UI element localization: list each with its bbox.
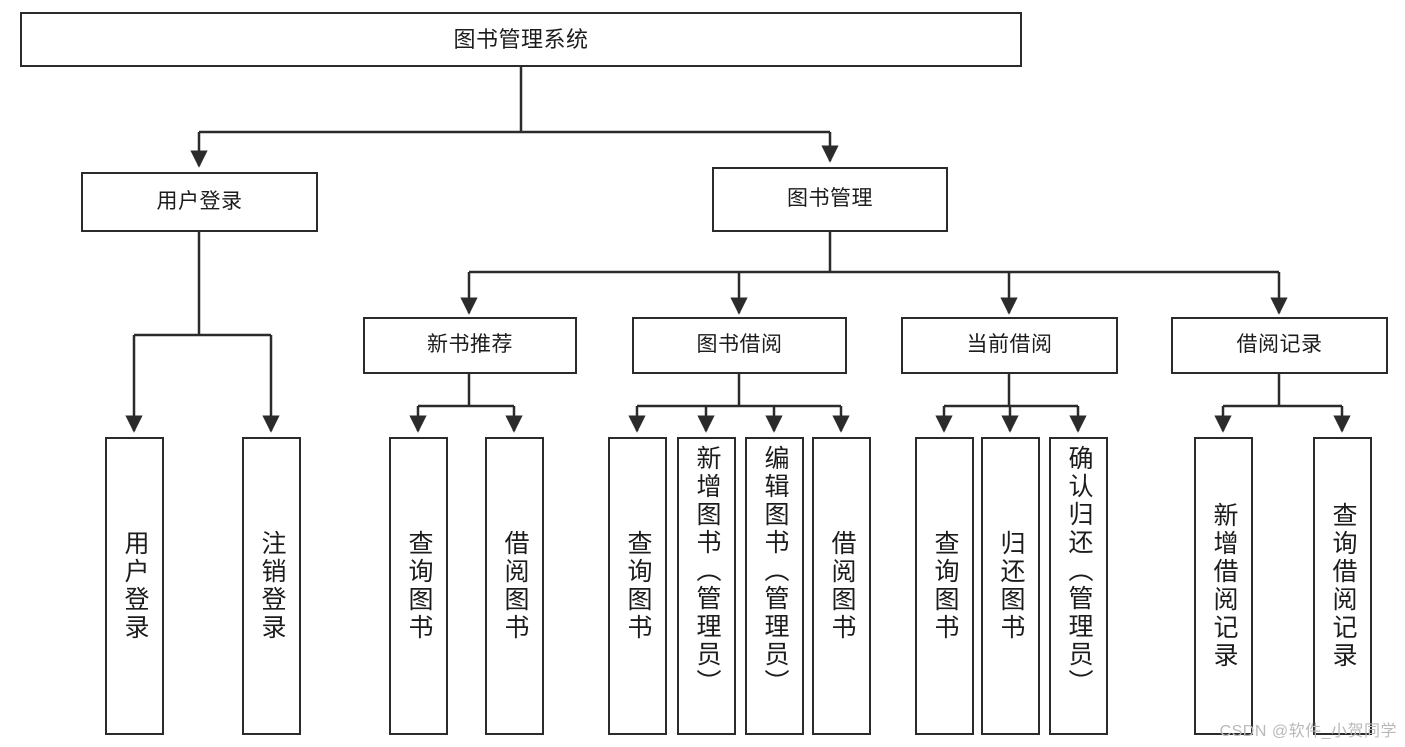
node-leaf-add-book-admin[interactable]: 新增图书（管理员） [677,437,736,735]
node-label: 注销登录 [258,530,286,642]
node-leaf-edit-book-admin[interactable]: 编辑图书（管理员） [745,437,804,735]
node-label: 确认归还（管理员） [1065,445,1093,697]
node-label: 新书推荐 [427,333,513,357]
node-label: 查询借阅记录 [1329,502,1357,670]
node-label: 图书管理 [787,187,873,211]
node-leaf-query-book-3[interactable]: 查询图书 [915,437,974,735]
node-label: 用户登录 [156,189,243,213]
node-root-book-management-system[interactable]: 图书管理系统 [20,12,1022,67]
node-user-login[interactable]: 用户登录 [81,172,318,232]
node-label: 图书借阅 [696,333,783,357]
node-label: 查询图书 [931,530,959,642]
node-label: 用户登录 [121,530,149,642]
node-leaf-confirm-return-admin[interactable]: 确认归还（管理员） [1049,437,1108,735]
node-label: 查询图书 [624,530,652,642]
node-leaf-borrow-book-2[interactable]: 借阅图书 [812,437,871,735]
node-leaf-query-book-2[interactable]: 查询图书 [608,437,667,735]
node-label: 归还图书 [997,530,1025,642]
node-label: 编辑图书（管理员） [761,445,789,697]
node-label: 查询图书 [405,530,433,642]
node-leaf-user-logout[interactable]: 注销登录 [242,437,301,735]
node-leaf-query-book-1[interactable]: 查询图书 [389,437,448,735]
node-borrow-record[interactable]: 借阅记录 [1171,317,1388,374]
node-label: 借阅记录 [1236,333,1323,357]
node-new-book-recommend[interactable]: 新书推荐 [363,317,577,374]
node-leaf-return-book[interactable]: 归还图书 [981,437,1040,735]
node-label: 借阅图书 [828,530,856,642]
node-leaf-borrow-book-1[interactable]: 借阅图书 [485,437,544,735]
node-current-borrow[interactable]: 当前借阅 [901,317,1118,374]
csdn-watermark: CSDN @软件_小贺同学 [1219,723,1397,740]
node-book-borrow[interactable]: 图书借阅 [632,317,847,374]
node-label: 当前借阅 [966,333,1053,357]
node-leaf-add-borrow-record[interactable]: 新增借阅记录 [1194,437,1253,735]
node-book-manage[interactable]: 图书管理 [712,167,948,232]
node-leaf-query-borrow-record[interactable]: 查询借阅记录 [1313,437,1372,735]
node-label: 新增图书（管理员） [693,445,721,697]
node-label: 新增借阅记录 [1210,502,1238,670]
node-leaf-user-login[interactable]: 用户登录 [105,437,164,735]
node-label: 借阅图书 [501,530,529,642]
node-label: 图书管理系统 [453,26,589,52]
